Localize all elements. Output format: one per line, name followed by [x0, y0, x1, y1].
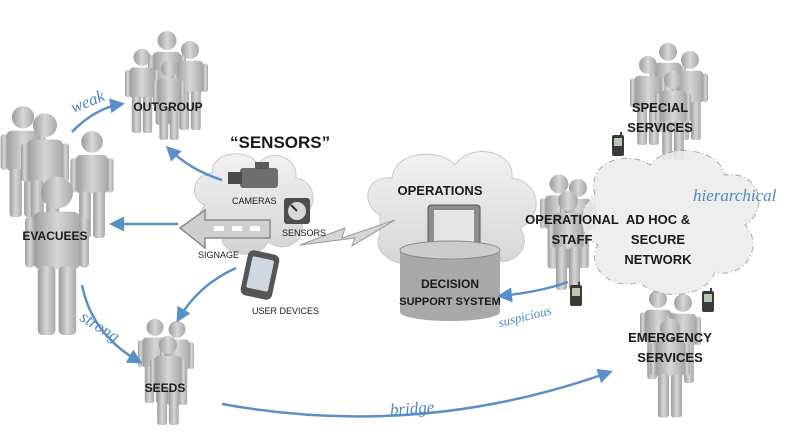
- outgroup-crowd: [125, 30, 208, 140]
- phone-icon: [612, 132, 624, 156]
- suspicious-label: suspicious: [497, 302, 553, 330]
- network-label-3: NETWORK: [624, 252, 692, 267]
- smartphone-icon: [240, 250, 280, 300]
- weak-arrow: [71, 98, 125, 133]
- seeds-crowd: [138, 318, 194, 425]
- emergency-services-label-1: EMERGENCY: [628, 330, 712, 345]
- network-label-2: SECURE: [631, 232, 686, 247]
- operational-staff-label-2: STAFF: [552, 232, 593, 247]
- operations-title: OPERATIONS: [398, 183, 483, 198]
- phone-icon: [570, 282, 582, 306]
- emergency-services-label-2: SERVICES: [637, 350, 703, 365]
- strong-label: strong: [77, 307, 123, 346]
- strong-arrow: [80, 284, 143, 364]
- network-label-1: AD HOC &: [626, 212, 690, 227]
- seeds-label: SEEDS: [145, 381, 186, 395]
- outgroup-label: OUTGROUP: [133, 100, 202, 114]
- camera-icon: [228, 162, 278, 188]
- evacuees-crowd: [0, 106, 114, 335]
- sensor-dial-icon: [284, 198, 310, 224]
- bridge-label: bridge: [389, 397, 435, 419]
- cameras-label: CAMERAS: [232, 196, 277, 206]
- sensors-to-seeds-arrow: [176, 266, 237, 323]
- special-services-label-2: SERVICES: [627, 120, 693, 135]
- weak-label: weak: [68, 86, 108, 117]
- bridge-arrow: [221, 368, 613, 418]
- ad-hoc-network-cloud: [581, 150, 760, 295]
- dss-label-1: DECISION: [421, 277, 479, 291]
- dss-label-2: SUPPORT SYSTEM: [399, 296, 500, 308]
- phone-icon: [702, 288, 714, 312]
- special-services-label-1: SPECIAL: [632, 100, 688, 115]
- suspicious-arrow: [497, 280, 569, 303]
- operational-staff-label-1: OPERATIONAL: [525, 212, 619, 227]
- sensors-to-outgroup-arrow: [165, 145, 223, 182]
- hierarchical-label: hierarchical: [693, 186, 777, 205]
- user-devices-label: USER DEVICES: [252, 306, 319, 316]
- signage-icon: [178, 208, 271, 250]
- sensors-label: SENSORS: [282, 228, 326, 238]
- wireless-link-icon: [299, 219, 396, 248]
- database-icon: [399, 240, 501, 321]
- sensors-title: “SENSORS”: [230, 133, 330, 152]
- evacuees-label: EVACUEES: [22, 229, 87, 243]
- signage-label: SIGNAGE: [198, 250, 239, 260]
